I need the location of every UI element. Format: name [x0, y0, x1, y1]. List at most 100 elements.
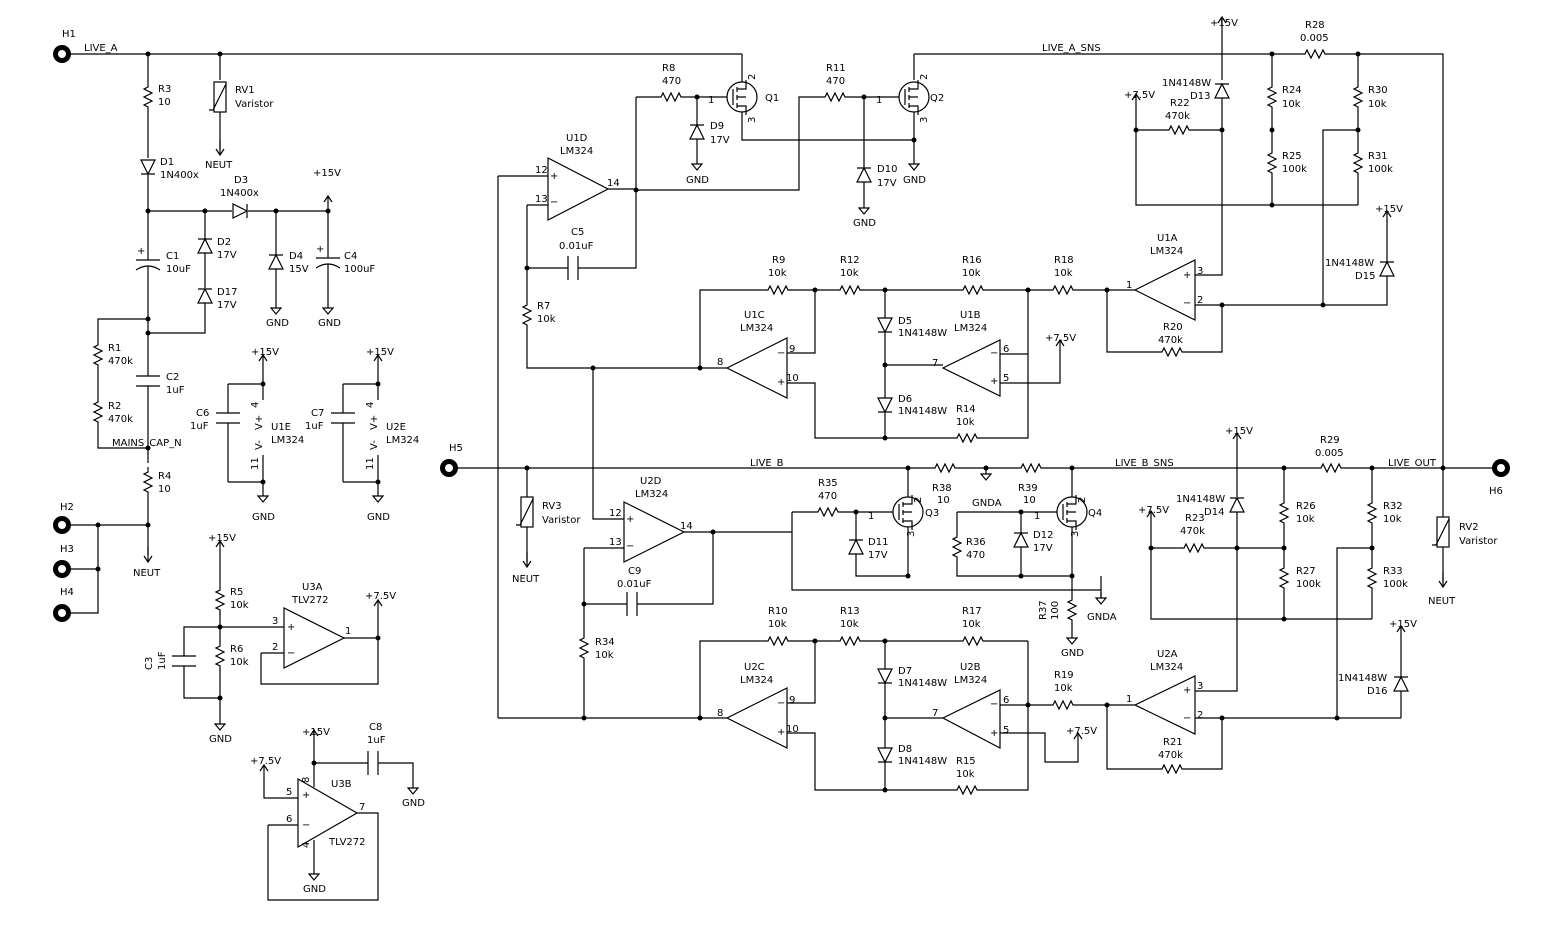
u1c-pin10: 10	[786, 373, 799, 384]
r17-val: 10k	[962, 619, 981, 630]
u2a-val: LM324	[1150, 662, 1183, 673]
u3b-val: TLV272	[328, 837, 366, 848]
gnd-label-c4: GND	[318, 318, 341, 329]
r36-ref: R36	[966, 537, 986, 548]
c3-val: 1uF	[157, 651, 168, 670]
capacitor-c2: C2 1uF	[136, 333, 185, 463]
h4-label: H4	[60, 587, 74, 598]
u2b-pin7: 7	[932, 708, 938, 719]
u1e-ref: U1E	[271, 422, 291, 433]
r39-val: 10	[1023, 495, 1036, 506]
opamp-u1a: + − 3 2 1 U1A LM324 R20 470k	[1104, 129, 1358, 357]
u3b-pin7: 7	[359, 802, 365, 813]
rv1-ref: RV1	[235, 85, 255, 96]
r33-ref: R33	[1383, 566, 1403, 577]
opamp-u3b-buffer: +15V C8 1uF GND GND +7.5V 5 6 7 8 4 + − …	[250, 722, 425, 901]
r12-val: 10k	[840, 268, 859, 279]
sense-divider-b: +15V 1N4148W D14 +7.5V R23 470k R26 10k …	[1138, 426, 1408, 622]
u2a-pin2: 2	[1197, 710, 1203, 721]
q1-ref: Q1	[765, 93, 779, 104]
q2-pin3: 3	[919, 117, 930, 123]
sense-divider-a: +15V 1N4148W D13 +7.5V R22 470k R24 10k …	[1124, 16, 1393, 208]
h2-label: H2	[60, 502, 74, 513]
q4-ref: Q4	[1088, 508, 1102, 519]
d7-ref: D7	[898, 666, 912, 677]
r16-ref: R16	[962, 255, 982, 266]
opamp-u2d: + − 12 13 14 U2D LM324 C9 0.01uF R34 10k	[498, 368, 792, 721]
u1c-pin8: 8	[717, 357, 723, 368]
net-live-b: LIVE_B	[750, 458, 784, 469]
neut-label-rv1: NEUT	[205, 160, 233, 171]
zener-d2: D2 17V	[197, 211, 237, 288]
u1b-pin7: 7	[932, 358, 938, 369]
u2b-val: LM324	[954, 675, 987, 686]
net-live-a-sns: LIVE_A_SNS	[1042, 43, 1101, 54]
gnd-label-r37: GND	[1061, 648, 1084, 659]
varistor-rv2: RV2 Varistor NEUT	[1428, 468, 1498, 607]
net-live-b-sns: LIVE_B_SNS	[1115, 458, 1174, 469]
u1a-pin1: 1	[1126, 280, 1132, 291]
p15-label-u3a: +15V	[208, 533, 236, 544]
u3a-ref: U3A	[302, 582, 323, 593]
r14-ref: R14	[956, 404, 976, 415]
rv2-val: Varistor	[1459, 536, 1498, 547]
varistor-rv3: RV3 Varistor NEUT	[512, 468, 581, 585]
p15-label-u2e: +15V	[366, 347, 394, 358]
u3b-pin4: 4	[301, 842, 312, 848]
u2d-minus: −	[626, 541, 634, 552]
zener-d4: D4 15V GND	[266, 211, 309, 329]
r14-val: 10k	[956, 417, 975, 428]
connector-h2: H2	[53, 502, 74, 534]
r2-val: 470k	[108, 414, 133, 425]
p15-label-u3b: +15V	[302, 727, 330, 738]
u1b-pin6: 6	[1003, 344, 1009, 355]
r26-ref: R26	[1296, 501, 1316, 512]
p15-label-c4: +15V	[313, 168, 341, 179]
r16-val: 10k	[962, 268, 981, 279]
r25-ref: R25	[1282, 151, 1302, 162]
r7-ref: R7	[537, 301, 550, 312]
d4-ref: D4	[289, 251, 303, 262]
neut-label-rv2: NEUT	[1428, 596, 1456, 607]
gnd-label-u3b: GND	[303, 884, 326, 895]
d4-val: 15V	[289, 264, 309, 275]
r8-val: 470	[662, 76, 681, 87]
u2e-vplus: V+	[369, 415, 380, 430]
r34-val: 10k	[595, 650, 614, 661]
u2b-ref: U2B	[960, 662, 981, 673]
q3-pin3: 3	[906, 531, 917, 537]
r37-val: 100	[1050, 601, 1061, 620]
net-live-a: LIVE_A	[84, 43, 118, 54]
c8-ref: C8	[369, 722, 382, 733]
u1e-pin11: 11	[250, 457, 261, 470]
r31-ref: R31	[1368, 151, 1388, 162]
d11-ref: D11	[868, 537, 888, 548]
u2b-pin6: 6	[1003, 695, 1009, 706]
u3b-plus: +	[302, 790, 310, 801]
u2c-pin8: 8	[717, 708, 723, 719]
mosfet-q1: Q1 1 2 3	[708, 74, 915, 141]
u3b-minus: −	[302, 820, 310, 831]
u1a-plus: +	[1183, 270, 1191, 281]
c8-val: 1uF	[367, 735, 386, 746]
r19-val: 10k	[1054, 683, 1073, 694]
d9-ref: D9	[710, 121, 724, 132]
r27-val: 100k	[1296, 579, 1321, 590]
r35-ref: R35	[818, 478, 838, 489]
r27-ref: R27	[1296, 566, 1316, 577]
connector-h5: H5	[440, 443, 463, 477]
u1b-plus: +	[990, 376, 998, 387]
gnd-label-d4: GND	[266, 318, 289, 329]
r1-val: 470k	[108, 356, 133, 367]
neut-label-r4: NEUT	[133, 568, 161, 579]
diode-d7-d8: D7 1N4148W D8 1N4148W	[877, 641, 947, 790]
connector-h1: H1	[53, 29, 76, 63]
u3b-pin5: 5	[286, 787, 292, 798]
r36-val: 470	[966, 550, 985, 561]
c6-ref: C6	[196, 408, 209, 419]
r25-val: 100k	[1282, 164, 1307, 175]
d10-ref: D10	[877, 164, 897, 175]
zener-d17: D17 17V	[148, 287, 237, 334]
u1d-plus: +	[550, 171, 558, 182]
r34-ref: R34	[595, 637, 615, 648]
